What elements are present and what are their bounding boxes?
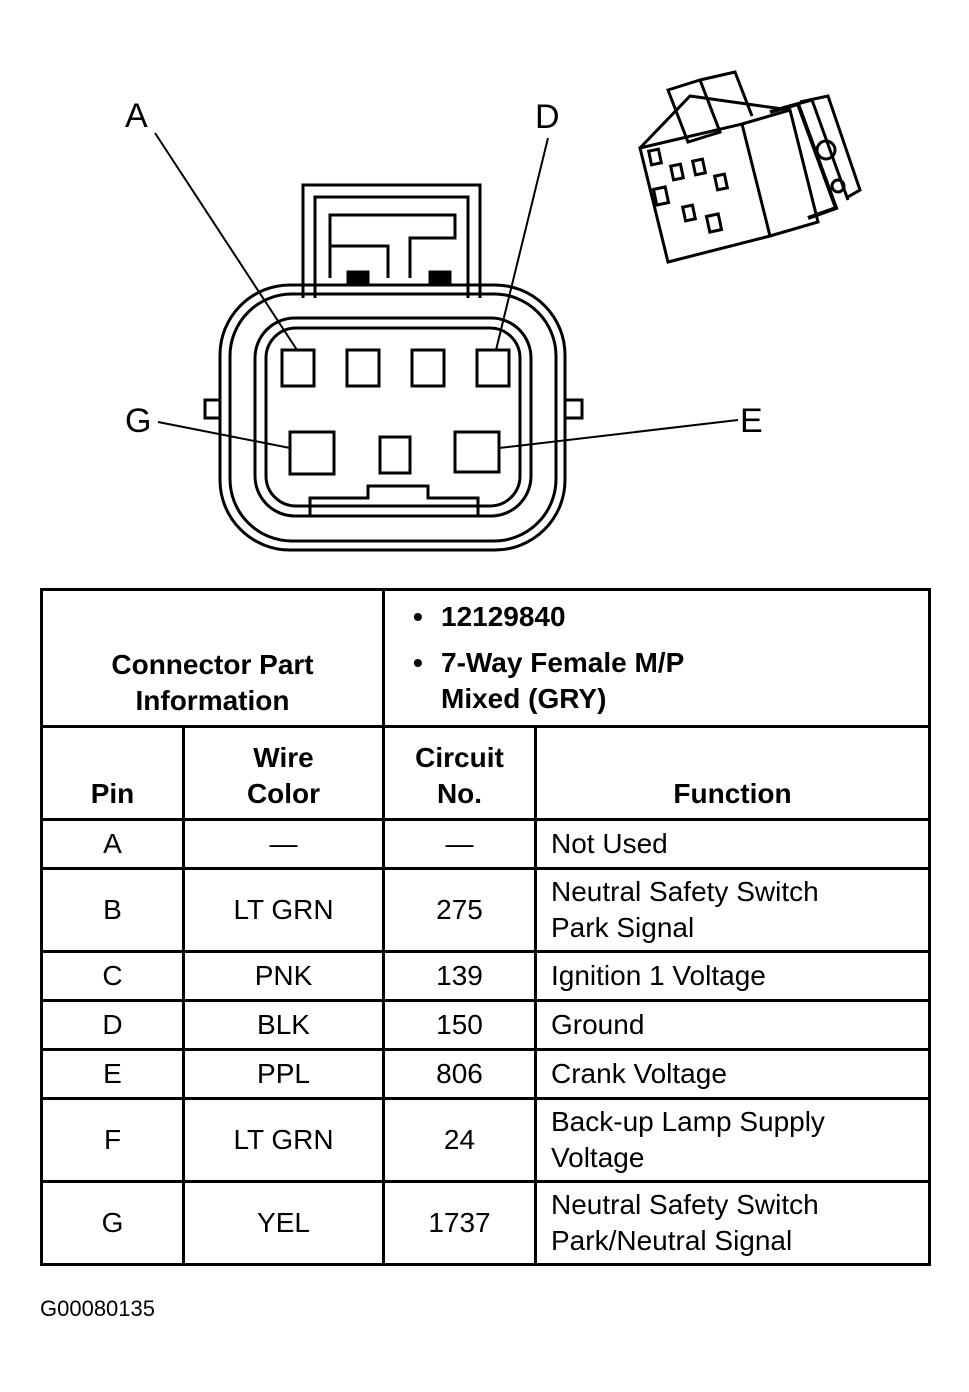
pin-cell: G <box>40 1180 185 1266</box>
function-cell: Ignition 1 Voltage <box>533 950 932 1002</box>
bullet-icon: • <box>413 647 423 678</box>
pin-label-d: D <box>535 98 560 136</box>
pin-cell: A <box>40 818 185 870</box>
connector-desc-line2: Mixed (GRY) <box>441 683 607 714</box>
part-info-label-cell: Connector Part Information <box>40 588 385 728</box>
connector-desc-item: • 7-Way Female M/P Mixed (GRY) <box>413 645 928 717</box>
connector-face-view <box>154 132 739 552</box>
part-info-label-line1: Connector Part <box>111 649 314 680</box>
connector-info-table: Connector Part Information • 12129840 • 7-… <box>40 588 932 1266</box>
pin-cell: E <box>40 1048 185 1100</box>
pin-cell: B <box>40 867 185 953</box>
table-row: D BLK 150 Ground <box>40 999 932 1051</box>
table-row: C PNK 139 Ignition 1 Voltage <box>40 950 932 1002</box>
circuit-cell: 139 <box>382 950 537 1002</box>
circuit-cell: 150 <box>382 999 537 1051</box>
connector-desc-line1: 7-Way Female M/P <box>441 647 685 678</box>
part-number: 12129840 <box>441 601 566 632</box>
wire-color-cell: PPL <box>182 1048 385 1100</box>
pin-cell: D <box>40 999 185 1051</box>
circuit-cell: 806 <box>382 1048 537 1100</box>
circuit-cell: 275 <box>382 867 537 953</box>
table-row: A — — Not Used <box>40 818 932 870</box>
connector-isometric-illustration <box>638 70 862 264</box>
figure-code: G00080135 <box>40 1296 155 1321</box>
wire-color-cell: LT GRN <box>182 1097 385 1183</box>
circuit-cell: 24 <box>382 1097 537 1183</box>
function-cell: Not Used <box>533 818 932 870</box>
wire-color-cell: LT GRN <box>182 867 385 953</box>
column-header-pin: Pin <box>40 725 185 821</box>
wire-color-cell: PNK <box>182 950 385 1002</box>
wire-color-cell: YEL <box>182 1180 385 1266</box>
table-row: E PPL 806 Crank Voltage <box>40 1048 932 1100</box>
wire-color-cell: — <box>182 818 385 870</box>
pin-label-e: E <box>740 402 763 440</box>
pin-label-a: A <box>125 97 148 135</box>
part-info-value-cell: • 12129840 • 7-Way Female M/P Mixed (GRY) <box>381 588 932 728</box>
function-cell: Crank Voltage <box>533 1048 932 1100</box>
bullet-icon: • <box>413 601 423 632</box>
connector-diagram: A D G E <box>125 70 862 552</box>
part-number-item: • 12129840 <box>413 599 928 635</box>
wire-color-cell: BLK <box>182 999 385 1051</box>
circuit-cell: 1737 <box>382 1180 537 1266</box>
function-cell: Ground <box>533 999 932 1051</box>
part-info-label-line2: Information <box>135 685 290 716</box>
pin-label-g: G <box>125 402 151 440</box>
circuit-cell: — <box>382 818 537 870</box>
column-header-function: Function <box>533 725 932 821</box>
pin-cell: C <box>40 950 185 1002</box>
pin-cell: F <box>40 1097 185 1183</box>
